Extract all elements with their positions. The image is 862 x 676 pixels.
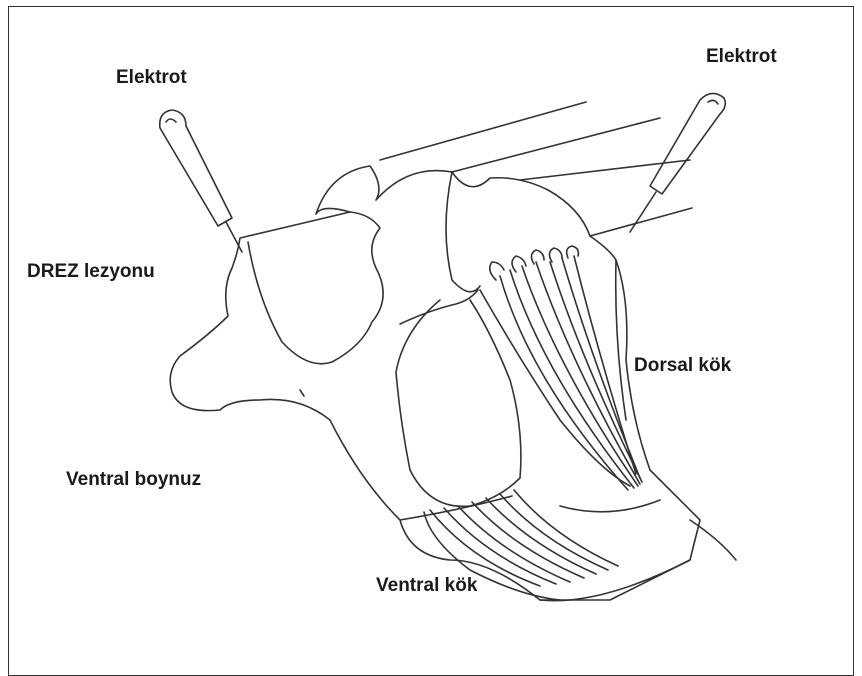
cord-surface-lines	[380, 102, 692, 236]
drez-lesion-label: DREZ lezyonu	[27, 262, 155, 281]
right-electrode-label: Elektrot	[706, 47, 777, 66]
left-electrode	[160, 110, 242, 252]
dorsal-horn	[248, 212, 383, 364]
dorsal-root-label: Dorsal kök	[634, 356, 731, 375]
ventral-horn-outline	[396, 300, 521, 506]
ventral-horn-label: Ventral boynuz	[66, 470, 201, 489]
left-electrode-label: Elektrot	[116, 68, 187, 87]
ventral-root-label: Ventral kök	[376, 576, 477, 595]
